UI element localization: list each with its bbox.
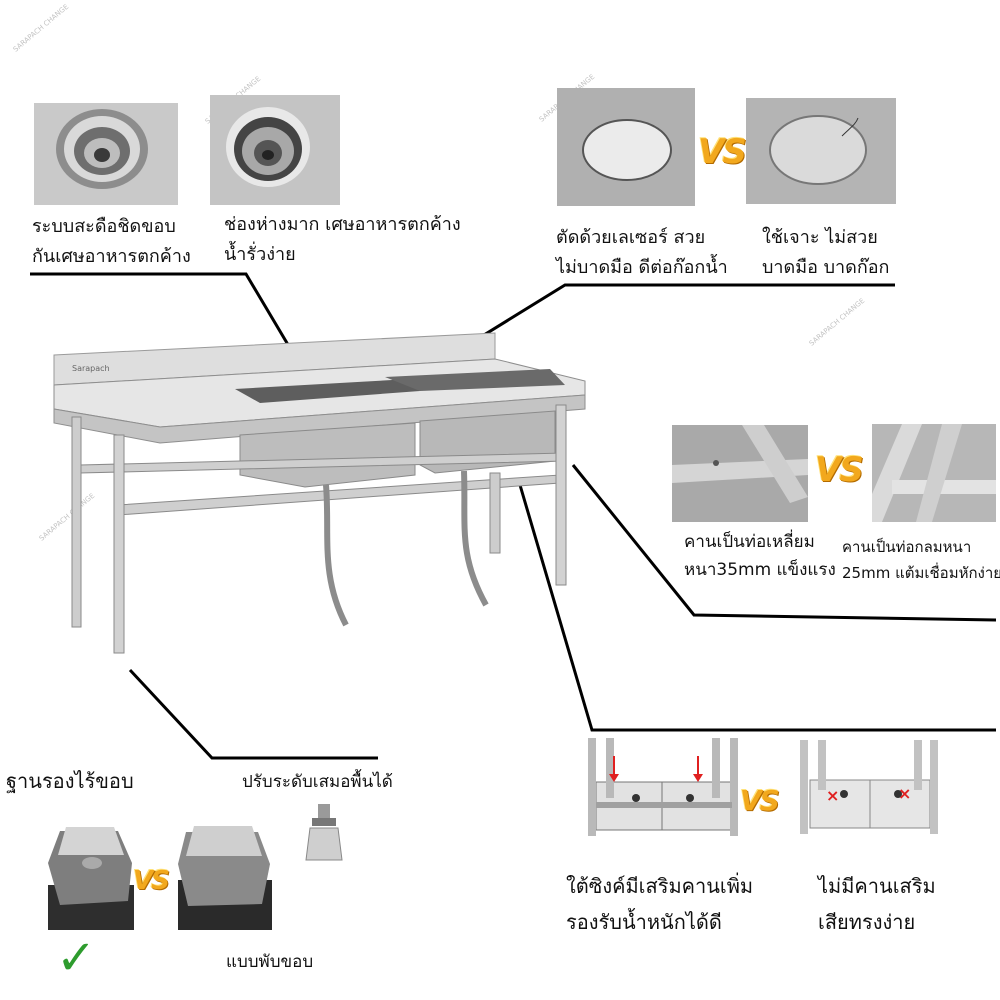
beam-good-caption: คานเป็นท่อเหลี่ยม หนา35mm แข็งแรง (684, 528, 836, 584)
base-bad-image (178, 826, 272, 930)
sink-bowl-right-opening (385, 369, 565, 391)
beam-bad-caption: คานเป็นท่อกลมหนา 25mm แต้มเชื่อมหักง่าย (842, 534, 1000, 586)
cut-bad-photo (746, 98, 896, 204)
vs-badge: VS (815, 450, 864, 490)
cut-bad-caption-line1: ใช้เจาะ ไม่สวย (762, 227, 878, 248)
sink-drain-hose-right (461, 470, 489, 607)
leveling-foot-photo (300, 800, 350, 866)
base-leader-line (128, 668, 378, 760)
support-bad-caption-line1: ไม่มีคานเสริม (818, 874, 936, 898)
sink-leg-front-right (555, 404, 567, 586)
beam-good-image (672, 425, 808, 522)
cut-good-caption: ตัดด้วยเลเซอร์ สวย ไม่บาดมือ ดีต่อก๊อกน้… (556, 223, 728, 283)
support-good-image (588, 738, 738, 836)
sink-bowl-left-opening (235, 379, 420, 403)
cut-good-caption-line1: ตัดด้วยเลเซอร์ สวย (556, 227, 706, 248)
drain-bad-caption-line2: น้ำรั่วง่าย (224, 244, 296, 265)
drain-bad-image (210, 95, 340, 205)
cross-mark-icon: × (826, 786, 840, 805)
vs-badge: VS (133, 866, 170, 896)
beam-good-caption-line2: หนา35mm แข็งแรง (684, 560, 836, 580)
sink-leg-back-right (489, 472, 501, 554)
support-good-caption: ใต้ซิงค์มีเสริมคานเพิ่ม รองรับน้ำหนักได้… (566, 868, 753, 940)
leveling-foot-image (305, 804, 343, 861)
base-bad-caption: แบบพับขอบ (226, 952, 314, 972)
vs-badge: VS (698, 132, 747, 172)
beam-bad-caption-line1: คานเป็นท่อกลมหนา (842, 538, 972, 556)
sink-leg-back-left (113, 434, 125, 654)
brand-plate: Sarapach (72, 364, 110, 373)
base-good-photo (40, 815, 137, 930)
sink-illustration: Sarapach (53, 332, 586, 654)
drain-good-caption-line1: ระบบสะดือชิดขอบ (32, 216, 176, 237)
beam-bad-caption-line2: 25mm แต้มเชื่อมหักง่าย (842, 564, 1000, 582)
drain-bad-photo (210, 95, 340, 205)
drain-good-caption-line2: กันเศษอาหารตกค้าง (32, 246, 191, 267)
support-bad-caption-line2: เสียทรงง่าย (818, 910, 916, 934)
base-good-image (48, 827, 134, 930)
support-bad-caption: ไม่มีคานเสริม เสียทรงง่าย (818, 868, 936, 940)
drain-good-caption: ระบบสะดือชิดขอบ กันเศษอาหารตกค้าง (32, 212, 191, 272)
beam-bad-image (872, 424, 996, 522)
vs-badge: VS (740, 784, 780, 817)
cross-mark-icon: × (898, 784, 912, 803)
sink-leg-front-left (71, 416, 82, 628)
cut-good-photo (557, 88, 695, 206)
beam-good-photo (672, 425, 808, 522)
drain-bad-caption: ช่องห่างมาก เศษอาหารตกค้าง น้ำรั่วง่าย (224, 210, 461, 270)
cut-good-caption-line2: ไม่บาดมือ ดีต่อก๊อกน้ำ (556, 257, 728, 278)
support-good-caption-line2: รองรับน้ำหนักได้ดี (566, 910, 722, 934)
cut-bad-caption: ใช้เจาะ ไม่สวย บาดมือ บาดก๊อก (762, 223, 889, 283)
support-leader-line (518, 484, 996, 732)
beam-leader-line (571, 464, 997, 622)
base-adjust-caption: ปรับระดับเสมอพื้นได้ (242, 772, 393, 792)
cut-bad-image (746, 98, 896, 204)
support-good-caption-line1: ใต้ซิงค์มีเสริมคานเพิ่ม (566, 874, 754, 898)
cut-bad-caption-line2: บาดมือ บาดก๊อก (762, 257, 890, 278)
support-bad-image (800, 740, 938, 834)
drain-good-image (34, 103, 178, 205)
drain-bad-caption-line1: ช่องห่างมาก เศษอาหารตกค้าง (224, 214, 461, 235)
check-mark-icon: ✓ (56, 930, 97, 986)
support-bad-photo: × × (790, 740, 948, 838)
support-good-photo (574, 738, 750, 838)
cut-good-image (557, 88, 695, 206)
sink-front-edge (53, 394, 586, 444)
base-bad-photo (172, 820, 278, 930)
beam-bad-photo (872, 424, 996, 522)
sink-drain-hose-left (323, 484, 349, 627)
base-title: ฐานรองไร้ขอบ (6, 769, 134, 793)
beam-good-caption-line1: คานเป็นท่อเหลี่ยม (684, 532, 815, 552)
drain-good-photo (34, 103, 178, 205)
